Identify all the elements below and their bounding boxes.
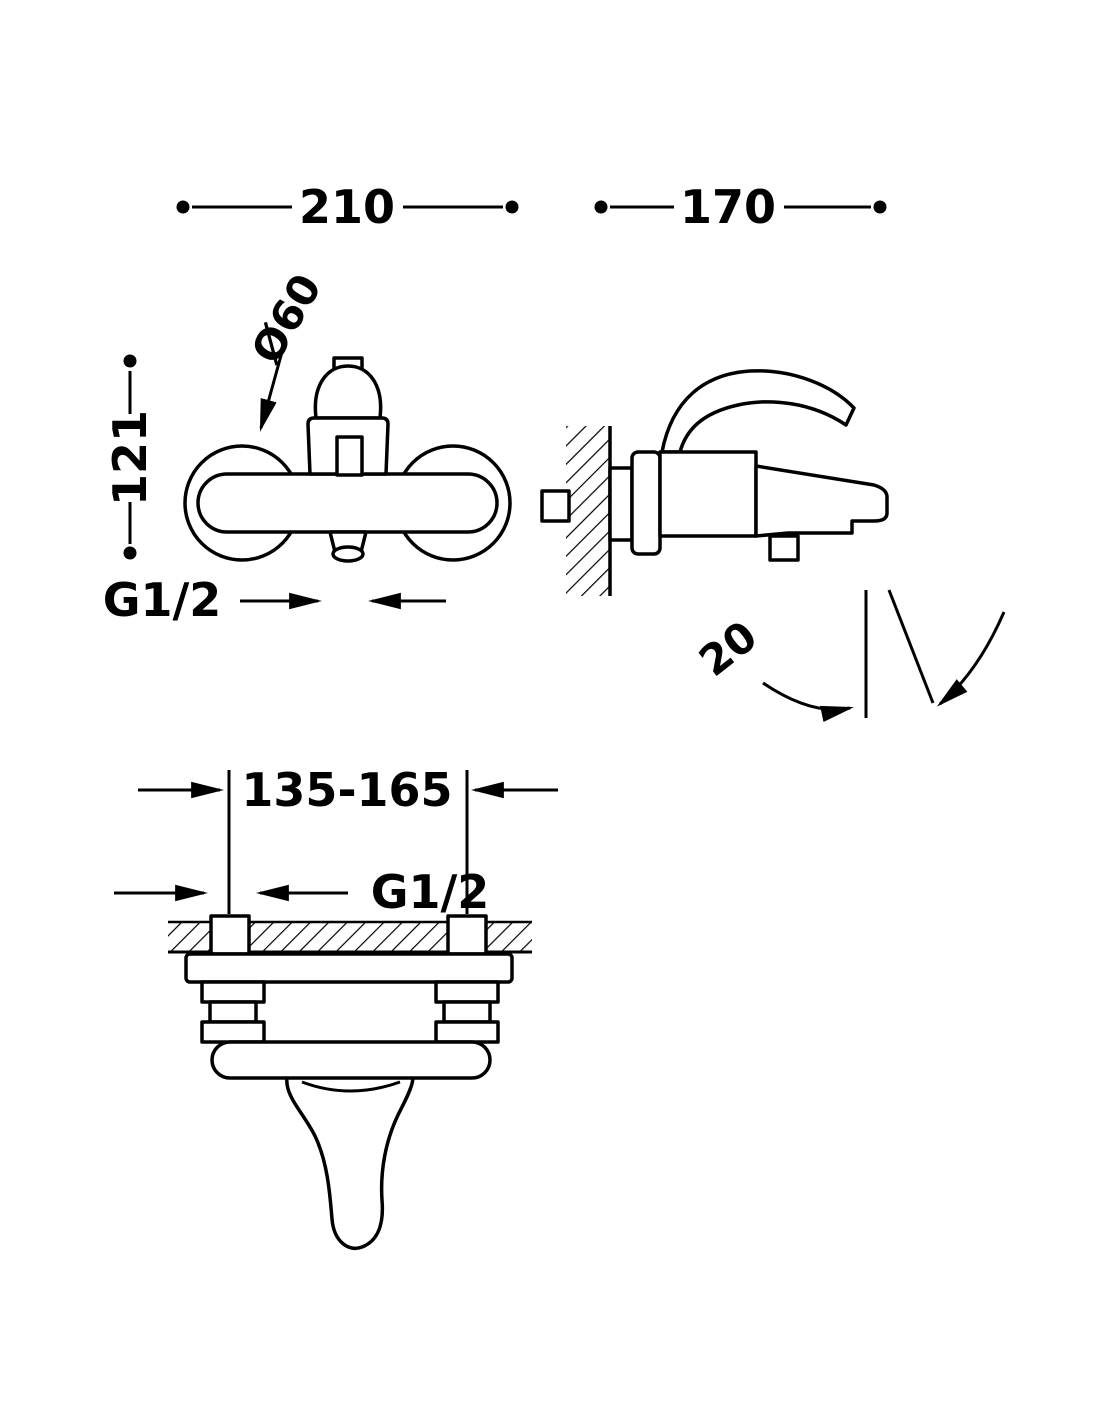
diverter-side bbox=[768, 534, 800, 562]
flange-side bbox=[630, 450, 662, 556]
outlet-mouth bbox=[331, 545, 365, 563]
left-union-nut bbox=[200, 980, 266, 1004]
dim-endpoint-dot bbox=[176, 200, 190, 214]
dimension-front-height: 121 bbox=[103, 354, 157, 560]
body-plan bbox=[210, 1040, 492, 1080]
dimension-mounting-distance: 135-165 bbox=[138, 763, 558, 914]
right-union-neck bbox=[442, 1000, 492, 1024]
dimension-bottom-thread: G1/2 bbox=[114, 865, 489, 919]
connector-side bbox=[608, 466, 634, 542]
lever-handle-side bbox=[660, 369, 856, 454]
front-width-label: 210 bbox=[299, 180, 395, 234]
dimension-front-thread: G1/2 bbox=[103, 573, 446, 627]
top-view bbox=[168, 914, 532, 1250]
right-union-base bbox=[434, 1020, 500, 1044]
right-mounting-nut bbox=[446, 914, 488, 956]
front-view bbox=[183, 356, 512, 563]
spout-angle-label: 20 bbox=[690, 611, 766, 686]
left-union-neck bbox=[208, 1000, 258, 1024]
dim-endpoint-dot bbox=[505, 200, 519, 214]
handle-detail-line bbox=[301, 1080, 401, 1093]
mounting-plate bbox=[184, 952, 514, 984]
spout-side bbox=[754, 464, 889, 538]
dim-endpoint-dot bbox=[873, 200, 887, 214]
dimension-spout-angle: 20 bbox=[690, 589, 1006, 723]
diverter-front bbox=[335, 435, 364, 477]
lever-handle-plan bbox=[285, 1060, 415, 1250]
left-mounting-nut bbox=[209, 914, 251, 956]
pipe-stub bbox=[540, 489, 571, 523]
lever-handle-front bbox=[313, 364, 383, 420]
dimension-side-depth: 170 bbox=[594, 180, 887, 234]
side-depth-label: 170 bbox=[680, 180, 776, 234]
left-union-base bbox=[200, 1020, 266, 1044]
front-thread-label: G1/2 bbox=[103, 573, 222, 627]
angle-arc-arrow bbox=[936, 611, 1006, 707]
side-view bbox=[540, 369, 889, 596]
body-side bbox=[658, 450, 758, 538]
flange-diameter-label: Ø60 bbox=[242, 266, 332, 372]
bottom-thread-label: G1/2 bbox=[371, 865, 490, 919]
dim-endpoint-dot bbox=[594, 200, 608, 214]
dimension-front-width: 210 bbox=[176, 180, 519, 234]
front-height-label: 121 bbox=[103, 410, 157, 506]
mounting-distance-label: 135-165 bbox=[241, 763, 452, 817]
mixer-body bbox=[196, 472, 499, 534]
dim-endpoint-dot bbox=[123, 546, 137, 560]
wall-hatch bbox=[566, 426, 610, 596]
leader-arrow bbox=[259, 351, 284, 432]
dim-endpoint-dot bbox=[123, 354, 137, 368]
angle-slanted-line bbox=[887, 589, 935, 704]
right-union-nut bbox=[434, 980, 500, 1004]
angle-leader-arrow bbox=[762, 681, 855, 723]
